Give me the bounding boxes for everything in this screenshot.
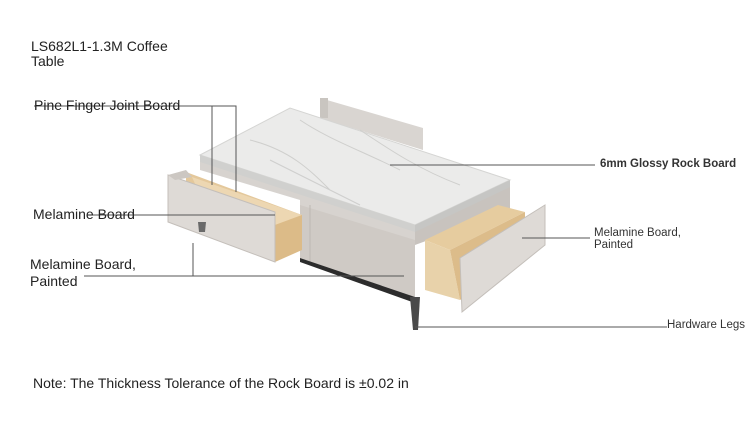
thickness-note: Note: The Thickness Tolerance of the Roc… [33,375,409,391]
label-hardware-legs: Hardware Legs [667,319,745,331]
label-pine-finger-joint-board: Pine Finger Joint Board [34,97,181,113]
left-drawer [167,170,302,263]
label-melamine-board-painted-left: Melamine Board, Painted [30,256,136,289]
product-title: LS682L1-1.3M Coffee Table [31,38,168,69]
back-drawer [320,98,423,150]
label-glossy-rock-board: 6mm Glossy Rock Board [600,158,737,170]
label-melamine-board: Melamine Board [33,206,135,222]
leader-lines [34,105,667,328]
hardware-leg [410,297,420,330]
table-body [200,158,510,297]
label-melamine-board-painted-right: Melamine Board, Painted [594,227,681,251]
rock-board-top [198,107,512,232]
right-drawer [425,204,546,314]
